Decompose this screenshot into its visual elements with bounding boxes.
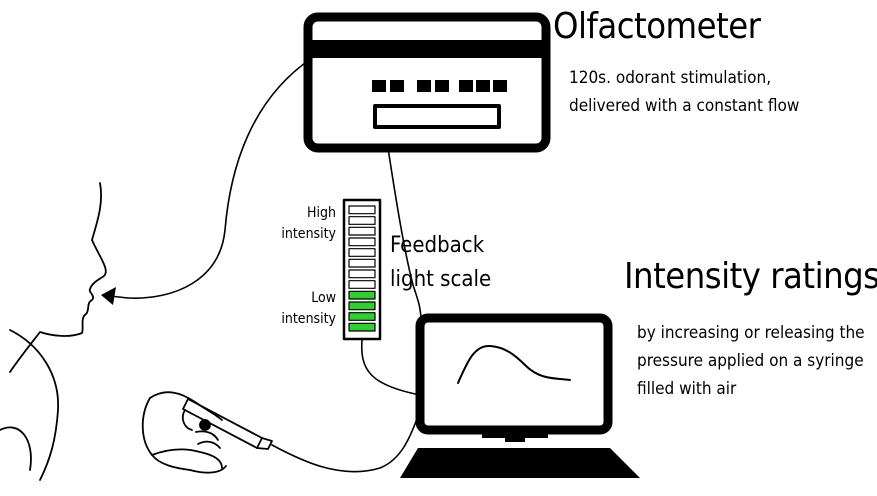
scale-segment-lit [348, 322, 376, 332]
olfactometer-device [303, 12, 551, 153]
scale-segment-lit [348, 290, 376, 300]
olfactometer-buttons [372, 80, 507, 92]
odor-tube [127, 57, 313, 299]
scale-segment-lit [348, 312, 376, 321]
olfactometer-display [373, 104, 501, 129]
scale-segment-unlit [348, 248, 376, 257]
feedback-light-scale [342, 198, 382, 341]
face-profile [9, 182, 107, 373]
computer-monitor [415, 313, 613, 442]
olfactometer-description: 120s. odorant stimulation, delivered wit… [569, 68, 800, 116]
scale-monitor-cable [360, 339, 421, 396]
hand-with-syringe [141, 391, 273, 474]
low-intensity-label: Low intensity [281, 290, 336, 327]
syringe-tube [271, 409, 421, 473]
keyboard [400, 448, 640, 478]
scale-segment-lit [348, 301, 376, 311]
scale-segment-unlit [348, 205, 376, 215]
scale-segment-unlit [348, 280, 376, 289]
feedback-scale-title: Feedback light scale [390, 233, 492, 292]
scale-segment-unlit [348, 226, 376, 236]
neck-line [9, 329, 59, 481]
intensity-curve [457, 344, 571, 384]
intensity-ratings-description: by increasing or releasing the pressure … [637, 323, 865, 399]
scale-segment-unlit [348, 237, 376, 247]
high-intensity-label: High intensity [281, 205, 336, 242]
olfactometer-title: Olfactometer [553, 6, 761, 47]
intensity-ratings-title: Intensity ratings [624, 256, 877, 297]
scale-segment-unlit [348, 258, 376, 268]
body-line [0, 426, 32, 471]
scale-segment-unlit [348, 269, 376, 279]
olfactometer-computer-cable [387, 147, 422, 319]
scale-segment-unlit [348, 216, 376, 225]
